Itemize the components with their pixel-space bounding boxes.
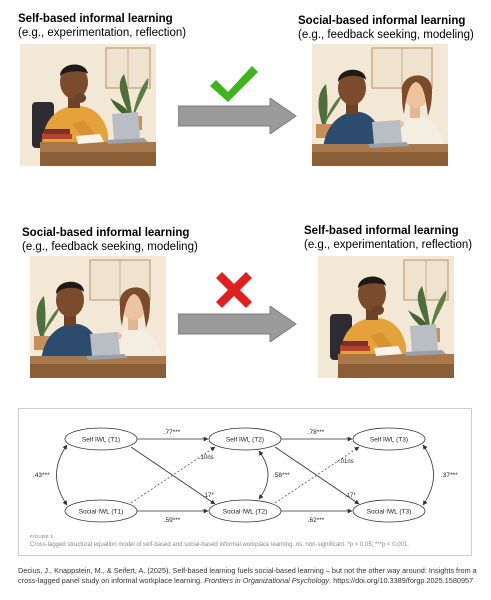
illustration-self-learner — [318, 256, 454, 378]
coef-social-t2-to-self-t3: -.01ns — [337, 459, 354, 465]
direction-arrow-bottom — [178, 306, 297, 342]
panel-subheading: (e.g., experimentation, reflection) — [18, 27, 187, 39]
node-label-self-t2: Self IWL (T2) — [226, 437, 264, 444]
panel-heading: Self-based informal learning — [304, 225, 459, 237]
panel-heading: Social-based informal learning — [298, 15, 466, 27]
cross-icon — [216, 272, 252, 308]
illustration-self-learner — [20, 44, 156, 166]
panel-heading: Self-based informal learning — [18, 13, 173, 25]
direction-arrow-top — [178, 98, 297, 134]
coef-social-t1-t2: .59*** — [164, 517, 181, 524]
illustration-social-pair — [312, 44, 448, 166]
cov-t1 — [56, 444, 68, 506]
node-label-social-t2: Social IWL (T2) — [223, 509, 268, 516]
cov-t2 — [258, 450, 269, 500]
coef-self-t2-t3: .78*** — [308, 429, 325, 436]
figure-label: FIGURE 1 — [30, 534, 54, 539]
path-social-t2-to-self-t3 — [274, 446, 360, 504]
citation-doi: . https://doi.org/10.3389/forgp.2025.158… — [329, 576, 474, 585]
panel-subheading: (e.g., feedback seeking, modeling) — [22, 241, 198, 253]
citation-journal: Frontiers in Organizational Psychology — [204, 576, 330, 585]
node-social-t3 — [352, 499, 426, 523]
coef-cov-t3: .37*** — [441, 472, 458, 479]
citation: Decius, J., Knappstein, M., & Seifert, A… — [18, 566, 478, 586]
node-label-self-t1: Self IWL (T1) — [82, 437, 120, 444]
panel-subheading: (e.g., experimentation, reflection) — [304, 239, 473, 251]
panel-subheading: (e.g., feedback seeking, modeling) — [298, 29, 474, 41]
coef-self-t2-to-social-t3: .17* — [345, 493, 356, 499]
node-self-t3 — [352, 427, 426, 451]
cov-t3 — [422, 444, 434, 506]
sem-diagram-panel: Self IWL (T1) Self IWL (T2) Self IWL (T3… — [18, 408, 472, 556]
citation-text: Decius, J., Knappstein, M., & Seifert, A… — [18, 566, 477, 585]
check-icon — [210, 66, 258, 102]
illustration-social-pair — [30, 256, 166, 378]
panel-title-bottom-right: Self-based informal learning (e.g., expe… — [304, 224, 472, 252]
node-label-self-t3: Self IWL (T3) — [370, 437, 408, 444]
figure-caption: Cross-lagged structural equation model o… — [30, 542, 409, 548]
sem-diagram: Self IWL (T1) Self IWL (T2) Self IWL (T3… — [33, 427, 458, 524]
panel-heading: Social-based informal learning — [22, 227, 190, 239]
panel-title-bottom-left: Social-based informal learning (e.g., fe… — [22, 226, 198, 254]
coef-social-t2-t3: .62*** — [308, 517, 325, 524]
coef-cov-t1: .43*** — [33, 472, 50, 479]
panel-title-top-left: Self-based informal learning (e.g., expe… — [18, 12, 186, 40]
coef-self-t1-t2: .77*** — [164, 429, 181, 436]
node-label-social-t1: Social IWL (T1) — [79, 509, 124, 516]
node-label-social-t3: Social IWL (T3) — [367, 509, 412, 516]
path-self-t1-to-social-t2 — [130, 446, 216, 505]
panel-title-top-right: Social-based informal learning (e.g., fe… — [298, 14, 474, 42]
coef-social-t1-to-self-t2: .10ns — [199, 455, 214, 461]
path-social-t1-to-self-t2 — [130, 446, 216, 504]
coef-self-t1-to-social-t2: .17* — [203, 493, 214, 499]
coef-cov-t2: .58*** — [273, 472, 290, 479]
path-self-t2-to-social-t3 — [274, 446, 360, 505]
